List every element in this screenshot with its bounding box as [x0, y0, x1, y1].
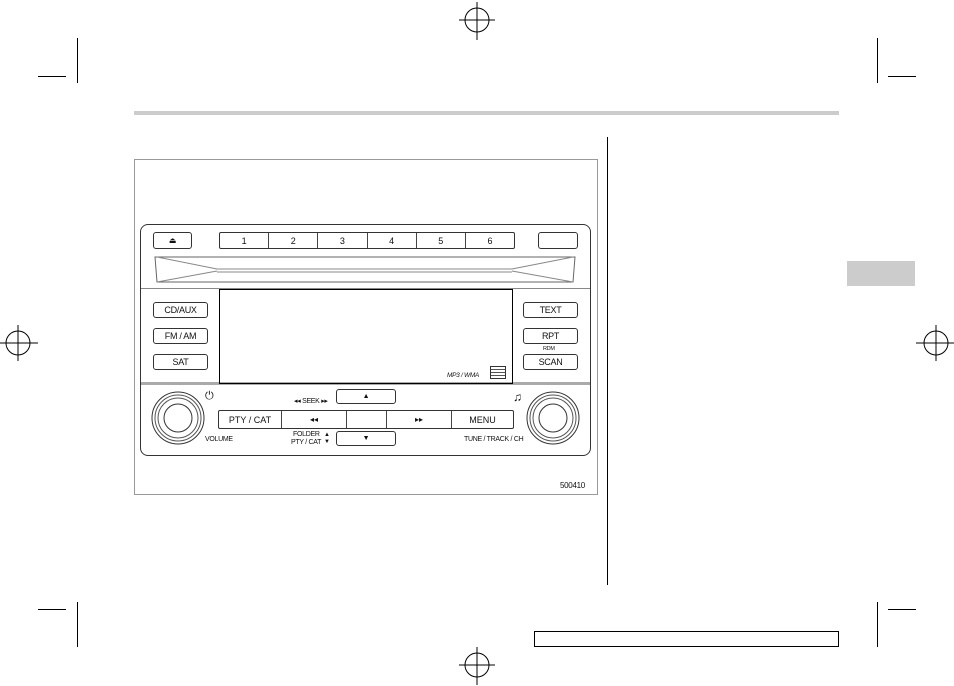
- music-note-icon: ♫: [513, 390, 522, 404]
- radio-unit: [140, 224, 591, 456]
- pty-cat-label: PTY / CAT: [291, 439, 322, 446]
- preset-button-2[interactable]: 2: [269, 233, 319, 248]
- sat-button[interactable]: SAT: [153, 354, 208, 370]
- preset-button-4[interactable]: 4: [368, 233, 417, 248]
- header-rule: [134, 111, 839, 115]
- down-button[interactable]: ▼: [336, 431, 396, 446]
- display-screen: [219, 289, 513, 384]
- registration-mark-left: [0, 325, 38, 361]
- rdm-label: RDM: [543, 346, 555, 352]
- crop-mark: [888, 609, 916, 610]
- figure-id: 500410: [560, 481, 585, 490]
- crop-mark: [77, 602, 78, 647]
- footer-box: [534, 631, 839, 647]
- menu-button[interactable]: MENU: [469, 414, 496, 425]
- preset-button-1[interactable]: 1: [220, 233, 270, 248]
- tune-knob[interactable]: [525, 390, 581, 446]
- crop-mark: [77, 38, 78, 83]
- cd-aux-button[interactable]: CD/AUX: [153, 302, 208, 318]
- crop-mark: [38, 76, 66, 77]
- registration-mark-bottom: [459, 647, 495, 685]
- up-arrow-icon: ▲: [362, 393, 370, 400]
- eject-icon: ⏏: [168, 236, 177, 245]
- volume-knob[interactable]: [150, 390, 206, 446]
- blank-button[interactable]: [538, 232, 578, 249]
- panel-divider: [141, 288, 590, 289]
- folder-label: FOLDER: [293, 431, 320, 438]
- preset-button-6[interactable]: 6: [487, 235, 493, 246]
- center-button[interactable]: [347, 411, 387, 428]
- preset-button-5[interactable]: 5: [417, 233, 466, 248]
- crop-mark: [877, 38, 878, 83]
- scan-button[interactable]: SCAN: [523, 354, 578, 370]
- preset-button-3[interactable]: 3: [318, 233, 368, 248]
- mp3-wma-badge: MP3 / WMA: [447, 372, 479, 379]
- column-divider: [607, 137, 608, 585]
- cd-slot: [154, 256, 576, 283]
- crop-mark: [38, 609, 66, 610]
- down-arrow-icon: ▼: [362, 435, 370, 442]
- control-bar: PTY / CAT ◂◂ ▸▸ MENU: [218, 410, 514, 429]
- crop-mark: [888, 76, 916, 77]
- crop-mark: [877, 602, 878, 647]
- seek-label: ◂◂ SEEK ▸▸: [294, 398, 328, 405]
- rewind-button[interactable]: ◂◂: [282, 411, 347, 428]
- registration-mark-right: [916, 325, 954, 361]
- registration-mark-top: [459, 2, 495, 40]
- folder-arrows-icon: ▲▼: [324, 432, 330, 445]
- up-button[interactable]: ▲: [336, 389, 396, 404]
- text-button[interactable]: TEXT: [523, 302, 578, 318]
- fast-forward-button[interactable]: ▸▸: [387, 411, 452, 428]
- section-tab: [847, 261, 915, 286]
- disc-logo: [490, 366, 506, 379]
- rpt-button[interactable]: RPT: [523, 328, 578, 344]
- fm-am-button[interactable]: FM / AM: [153, 328, 208, 344]
- pty-cat-button[interactable]: PTY / CAT: [219, 411, 282, 428]
- power-icon: ⏻: [205, 390, 214, 402]
- eject-button[interactable]: ⏏: [153, 232, 192, 249]
- tune-track-ch-label: TUNE / TRACK / CH: [464, 436, 524, 443]
- preset-buttons: 1 2 3 4 5 6: [219, 232, 515, 249]
- volume-label: VOLUME: [205, 436, 233, 443]
- figure-frame: [134, 159, 598, 495]
